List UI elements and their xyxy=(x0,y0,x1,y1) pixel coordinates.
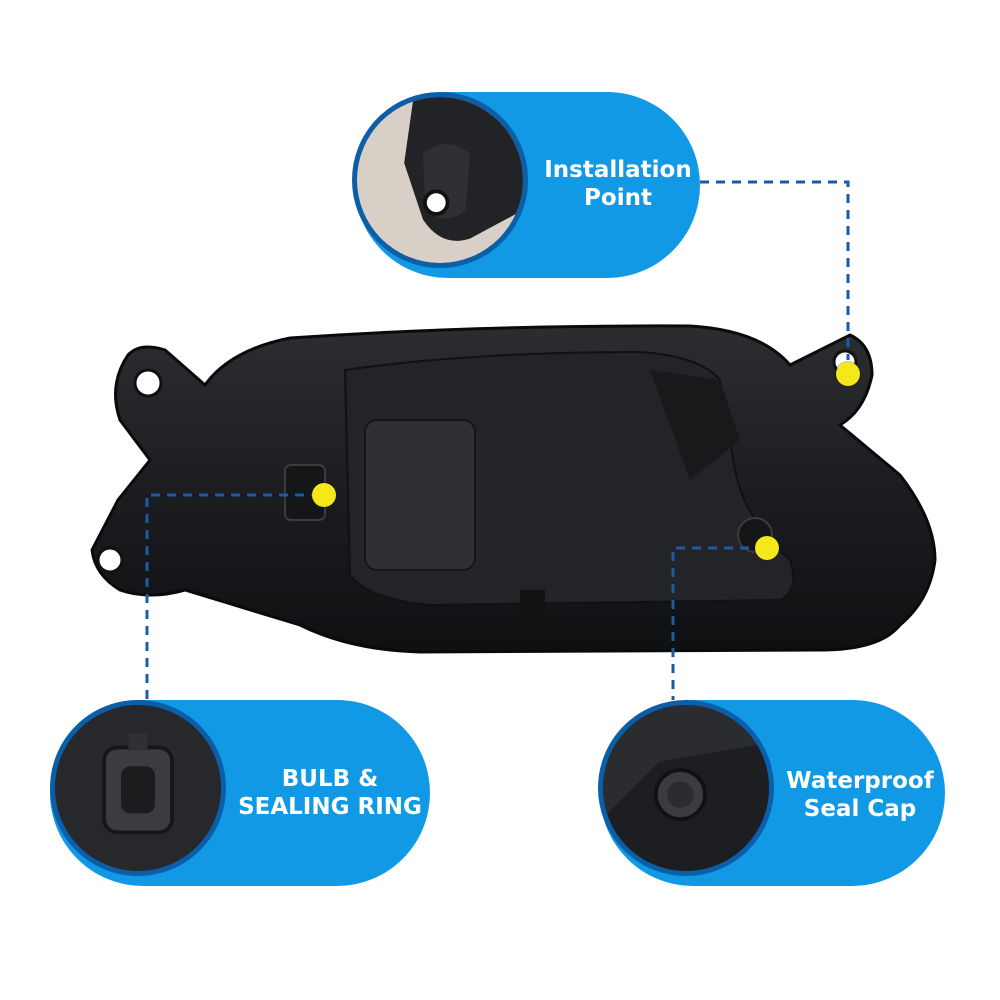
marker-installation-point xyxy=(836,362,860,386)
thumb-bulb-sealing-ring xyxy=(50,700,226,876)
leader-bulb xyxy=(145,493,320,700)
marker-bulb xyxy=(312,483,336,507)
leader-seal-cap xyxy=(671,546,765,700)
thumb-waterproof-seal-cap xyxy=(598,700,774,876)
callout-label-waterproof-seal-cap: Waterproof Seal Cap xyxy=(786,768,934,822)
thumb-installation-point xyxy=(352,92,528,268)
callout-label-bulb-sealing-ring: BULB & SEALING RING xyxy=(238,766,422,820)
leader-installation xyxy=(700,180,850,360)
marker-seal-cap xyxy=(755,536,779,560)
callout-label-installation-point: Installation Point xyxy=(544,157,692,211)
